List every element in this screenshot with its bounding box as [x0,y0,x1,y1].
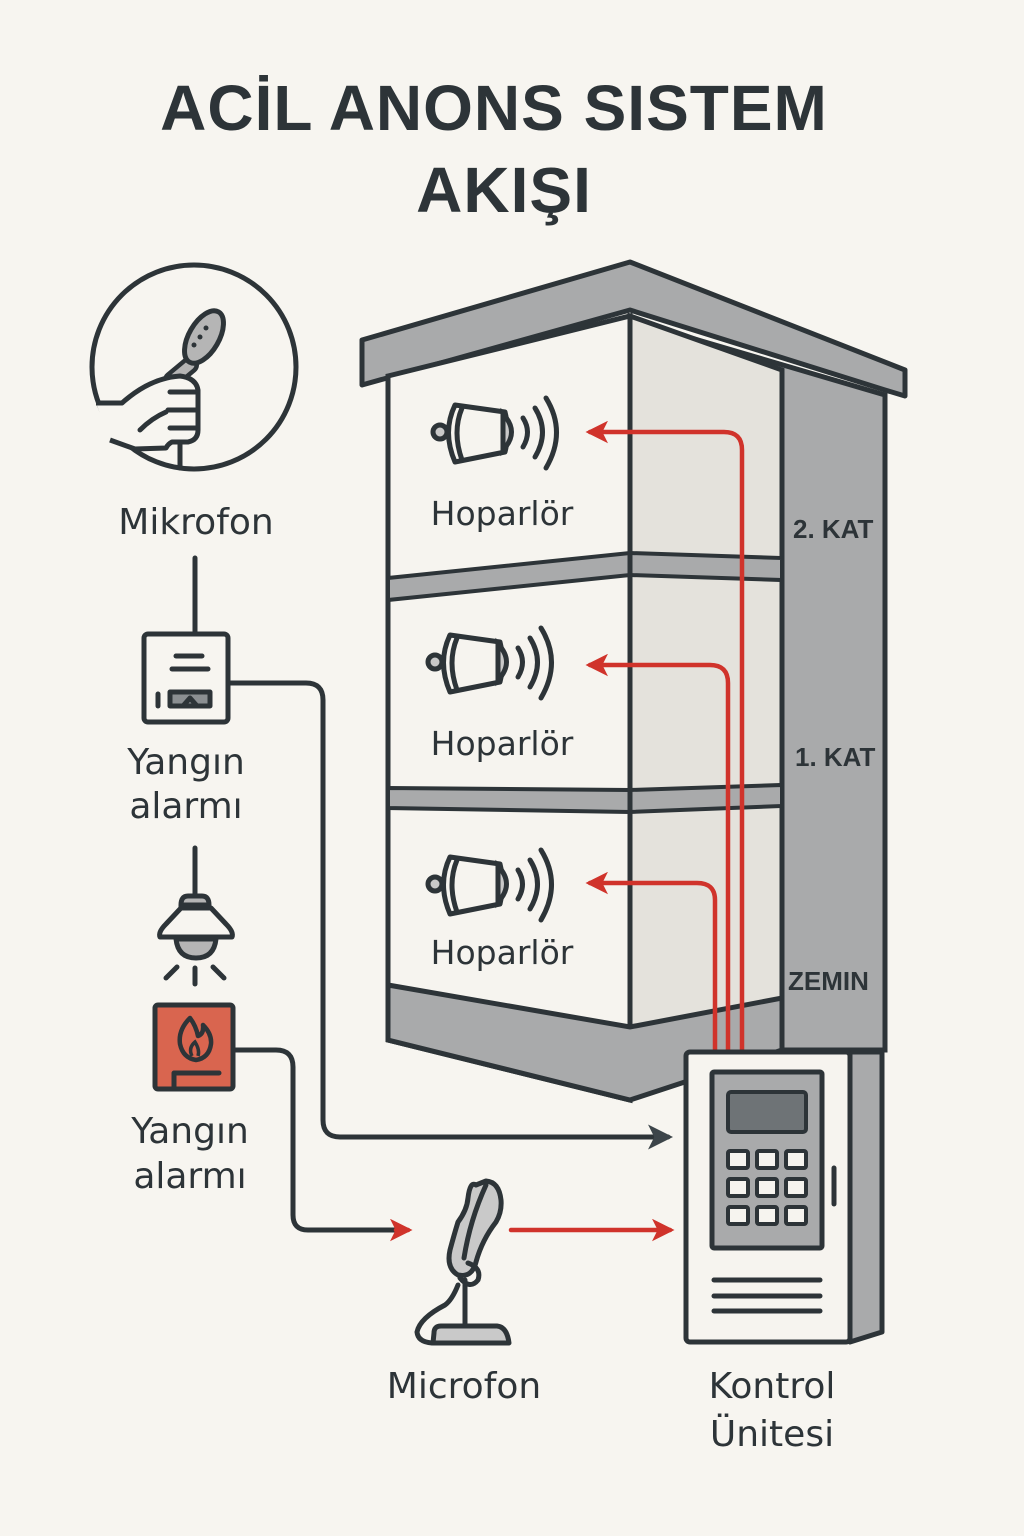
desk-microphone-label: Microfon [387,1366,541,1407]
signal-line-floor-1 [585,653,731,1055]
keypad-key [784,1205,808,1226]
speaker-label: Hoparlör [431,494,574,533]
panel-to-control-line [225,680,673,1150]
fire-alarm-button: Yangın alarmı [130,1002,249,1197]
alarm-to-mic-line [230,1047,399,1233]
building-inner-face [627,312,785,1034]
title-line-2: AKIŞI [416,154,592,226]
keypad-key [755,1177,779,1198]
speaker-floor-ground: Hoparlör [425,847,574,972]
control-panel-icon [683,1049,885,1345]
floor-label-1: 1. KAT [795,742,876,772]
keypad-key [784,1177,808,1198]
control-unit-label-2: Ünitesi [710,1413,834,1455]
keypad-key [784,1149,808,1170]
speaker-label: Hoparlör [431,933,574,972]
desk-microphone: Microfon [387,1178,541,1407]
desk-microphone-icon [414,1178,512,1346]
keypad-key [755,1205,779,1226]
keypad [726,1149,808,1226]
floor-label-ground: ZEMIN [788,966,869,996]
keypad-key [755,1149,779,1170]
fire-alarm-icon [152,1002,236,1092]
speaker-floor-2: Hoparlör [430,395,574,533]
keypad-key [726,1177,750,1198]
control-unit: Kontrol Ünitesi [683,1049,885,1455]
speaker-icon [425,625,554,701]
keypad-key [726,1149,750,1170]
building: 2. KAT 1. KAT ZEMIN [359,259,908,1104]
alarm-panel-icon [141,631,231,725]
fire-alarm-label-1: Yangın [130,1111,249,1152]
keypad-key [726,1205,750,1226]
speaker-label: Hoparlör [431,724,574,763]
title-line-1: ACİL ANONS SISTEM [160,72,828,144]
signal-line-ground [585,871,718,1055]
speaker-floor-1: Hoparlör [425,625,574,763]
microphone-label: Mikrofon [118,502,273,543]
floor-slab-1 [386,782,784,815]
speaker-icon [425,847,554,923]
hand-microphone: Mikrofon [89,262,299,543]
fire-alarm-panel-label-1: Yangın [126,742,245,783]
fire-alarm-label-2: alarmı [133,1156,246,1197]
floor-label-2: 2. KAT [793,514,874,544]
speaker-icon [430,395,559,471]
signal-line-floor-2 [585,420,745,1055]
control-unit-label-1: Kontrol [709,1366,836,1407]
hand-microphone-icon [89,262,299,472]
ceiling-beacon-light-icon [157,893,235,987]
fire-alarm-panel-label-2: alarmı [129,786,242,827]
fire-alarm-panel: Yangın alarmı [126,631,245,827]
